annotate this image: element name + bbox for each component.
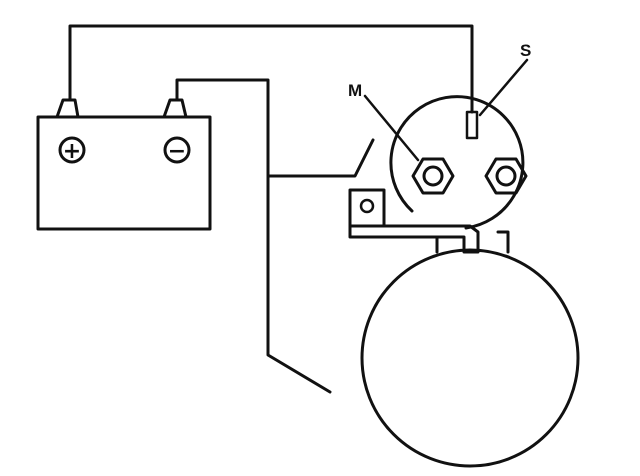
battery: + − — [36, 98, 212, 231]
battery-positive-symbol: + — [63, 139, 81, 164]
negative-ground-cable — [175, 78, 332, 394]
m-label-pointer — [363, 94, 420, 162]
mounting-tab-hole — [359, 198, 375, 214]
battery-negative-terminal-circle — [163, 136, 191, 164]
positive-cable — [68, 24, 474, 114]
battery-negative-post — [162, 98, 188, 119]
solenoid-body — [389, 95, 525, 230]
battery-body — [36, 115, 212, 231]
solenoid-mount — [435, 230, 510, 254]
solenoid — [348, 95, 528, 254]
label-m: M — [348, 81, 362, 100]
label-s: S — [520, 41, 531, 60]
s-label-pointer — [478, 58, 529, 117]
battery-terminal-nut — [484, 157, 528, 195]
s-terminal — [465, 110, 479, 140]
m-terminal-nut — [411, 157, 455, 195]
mounting-tab — [348, 188, 386, 228]
field-strap — [348, 224, 480, 254]
battery-positive-terminal-circle — [58, 136, 86, 164]
battery-positive-post — [55, 98, 80, 119]
starter-motor — [360, 248, 580, 468]
m-terminal-wire — [266, 138, 375, 178]
battery-negative-symbol: − — [168, 139, 186, 164]
